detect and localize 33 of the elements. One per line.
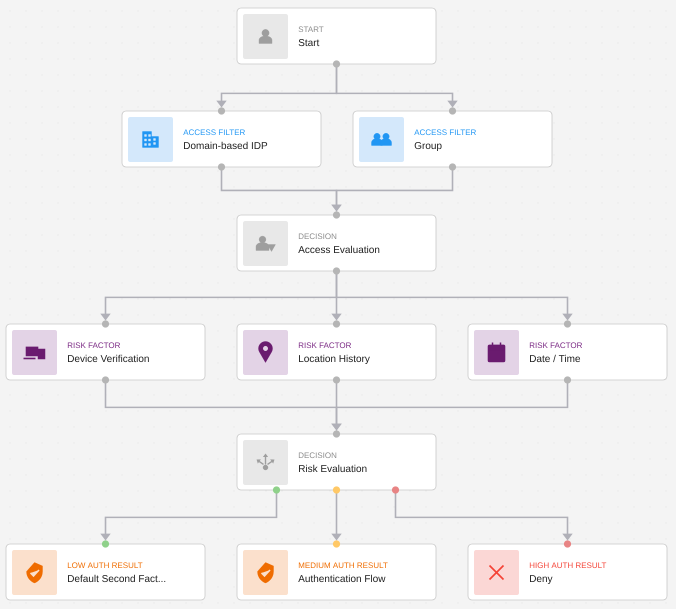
process-card <box>352 110 552 168</box>
node-type-label: MEDIUM AUTH RESULT <box>298 562 388 568</box>
node-title: Deny <box>530 575 553 584</box>
process-card <box>236 8 436 64</box>
node-type-label: START <box>298 26 324 32</box>
node-title: Location History <box>299 354 370 364</box>
node-title: Default Second Fact... <box>68 574 166 582</box>
node-type-label: LOW AUTH RESULT <box>68 562 142 568</box>
process-card <box>236 324 436 380</box>
node-type-label: ACCESS FILTER <box>183 129 245 136</box>
process-card <box>236 544 436 600</box>
process-card <box>236 214 436 272</box>
node-type-label: DECISION <box>298 233 336 240</box>
process-card <box>6 324 206 380</box>
node-type-label: RISK FACTOR <box>530 342 582 348</box>
process-card <box>122 110 322 168</box>
node-type-label: DECISION <box>298 452 336 458</box>
process-card <box>236 434 436 490</box>
process-card <box>468 544 668 600</box>
node-title: Risk Evaluation <box>299 464 366 472</box>
node-title: Group <box>414 142 442 152</box>
node-title: Access Evaluation <box>298 246 380 254</box>
node-title: Domain-based IDP <box>184 142 268 150</box>
node-type-label: HIGH AUTH RESULT <box>530 562 606 568</box>
node-type-label: ACCESS FILTER <box>414 129 476 136</box>
node-type-label: RISK FACTOR <box>68 342 120 348</box>
node-title: Date / Time <box>530 354 580 362</box>
process-card <box>6 544 206 600</box>
node-title: Device Verification <box>68 354 149 362</box>
process-card <box>468 324 668 380</box>
node-title: Start <box>298 39 320 46</box>
node-type-label: RISK FACTOR <box>298 342 352 348</box>
node-title: Authentication Flow <box>298 574 386 582</box>
